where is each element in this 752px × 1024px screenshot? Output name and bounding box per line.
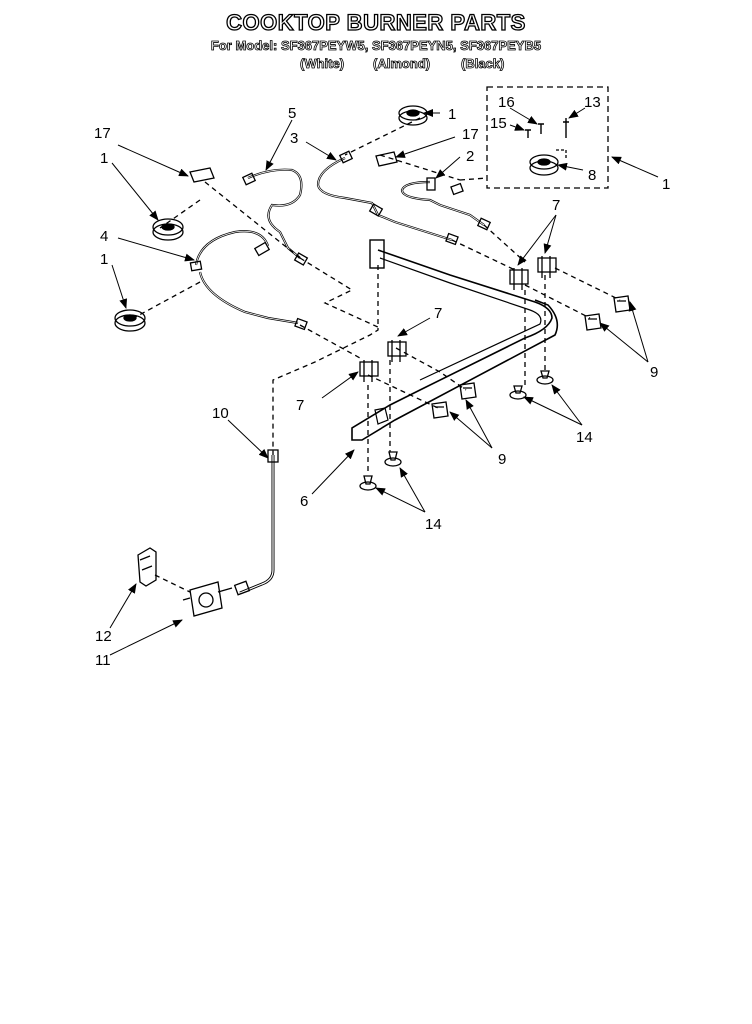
valve-7-left [359, 360, 379, 382]
regulator-11 [182, 581, 233, 617]
callout-16: 16 [498, 94, 515, 111]
foot-14-b [536, 370, 554, 385]
callout-7-left: 7 [296, 397, 304, 414]
valve-7-center [387, 340, 407, 362]
callout-1-top: 1 [448, 106, 456, 123]
burner-8 [529, 149, 567, 176]
callout-10: 10 [212, 405, 229, 422]
assembly-box [486, 86, 609, 189]
clip-17-left [189, 167, 215, 183]
callout-17-left: 17 [94, 125, 111, 142]
burner-base-top [398, 105, 428, 126]
page-title: COOKTOP BURNER PARTS [225, 9, 526, 35]
callout-1-right: 1 [662, 176, 670, 193]
tube-4 [194, 230, 299, 325]
manifold-6 [351, 249, 559, 441]
callout-12: 12 [95, 628, 112, 645]
callout-17-center: 17 [462, 126, 479, 143]
foot-14-c [359, 475, 377, 491]
callout-6: 6 [300, 493, 308, 510]
orifice-9-a [459, 382, 477, 400]
color-almond: (Almond) [373, 56, 431, 72]
color-black: (Black) [461, 56, 505, 72]
callout-3: 3 [290, 130, 298, 147]
screw-15 [525, 129, 531, 138]
color-white: (White) [300, 56, 345, 72]
callout-14-right: 14 [576, 429, 593, 446]
foot-14-a [509, 385, 527, 400]
tube-10 [239, 455, 275, 595]
callout-7-right: 7 [552, 197, 560, 214]
tube-5 [247, 168, 303, 259]
callout-4: 4 [100, 228, 108, 245]
orifice-9-d [584, 313, 602, 331]
burner-base-left-lower [114, 309, 146, 332]
valve-7-right-a [509, 268, 529, 290]
callout-1-left-lower: 1 [100, 251, 108, 268]
callout-1-left-upper: 1 [100, 150, 108, 167]
burner-base-left-upper [152, 218, 184, 241]
callout-11: 11 [95, 652, 111, 669]
tube-2 [400, 180, 485, 226]
callout-9-right: 9 [650, 364, 658, 381]
valve-7-right-b [537, 256, 557, 278]
callout-8: 8 [588, 167, 596, 184]
color-variants: (White) (Almond) (Black) [0, 56, 752, 74]
orifice-9-c [613, 295, 631, 313]
callout-13: 13 [584, 94, 601, 111]
foot-14-d [384, 451, 402, 467]
tube-3 [316, 156, 453, 242]
model-line: For Model: SF367PEYW5, SF367PEYN5, SF367… [210, 38, 542, 54]
bracket-12 [137, 547, 157, 587]
clip-17-center [375, 151, 398, 167]
callout-7-center: 7 [434, 305, 442, 322]
screw-16 [538, 123, 544, 134]
callout-9-center: 9 [498, 451, 506, 468]
callout-14-center: 14 [425, 516, 442, 533]
screw-13 [563, 118, 569, 138]
orifice-9-b [431, 401, 449, 419]
callout-5: 5 [288, 105, 296, 122]
callout-15: 15 [490, 115, 507, 132]
callout-2: 2 [466, 148, 474, 165]
